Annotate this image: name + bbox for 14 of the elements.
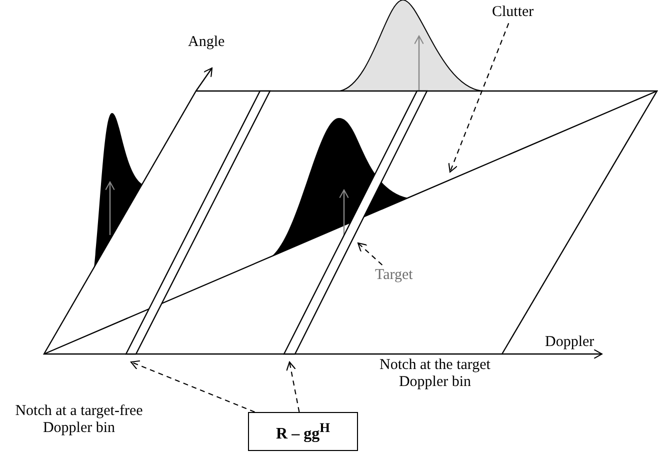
formula-text: R – gg$^{H}$ bbox=[276, 420, 330, 444]
notch-strip bbox=[125, 90, 271, 355]
clutter-label: Clutter bbox=[492, 4, 534, 22]
notch-label: Notch at a target-free Doppler bin bbox=[14, 403, 144, 438]
matrix-formula-box bbox=[248, 412, 358, 451]
leader-arrow bbox=[130, 360, 255, 413]
leader-arrow bbox=[286, 361, 300, 412]
axis-label: Angle bbox=[188, 34, 225, 52]
target-label: Target bbox=[375, 267, 413, 284]
axis-label: Doppler bbox=[545, 334, 594, 352]
notch-strip bbox=[283, 90, 428, 355]
leader-arrow bbox=[448, 23, 510, 173]
notch-label: Notch at the target Doppler bin bbox=[378, 357, 492, 392]
leader-arrow bbox=[357, 242, 383, 266]
